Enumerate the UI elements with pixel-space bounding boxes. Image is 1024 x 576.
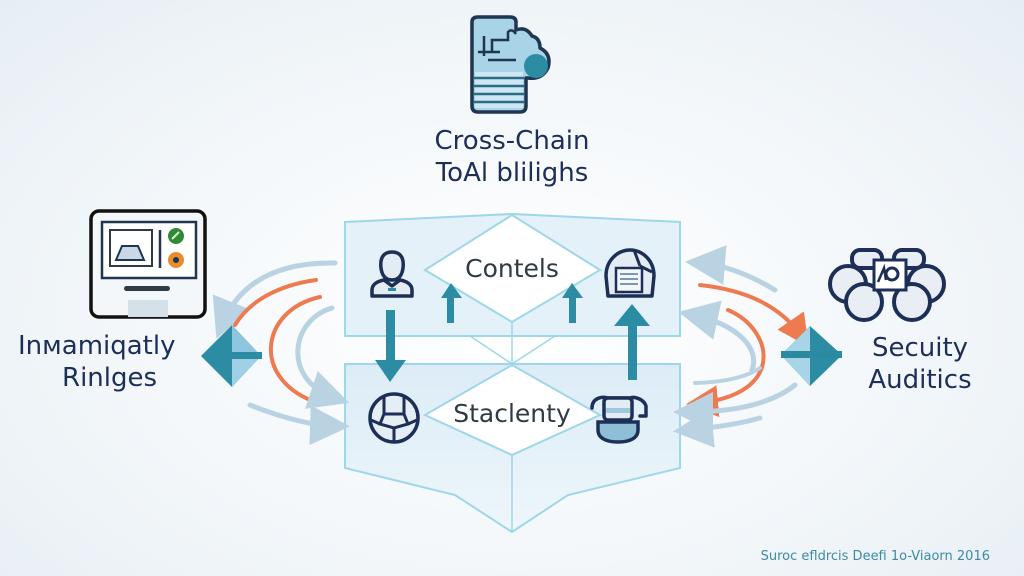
center-bottom-label: Staclenty	[453, 399, 571, 428]
center-top-label: Contels	[465, 254, 559, 283]
vault-icon	[604, 248, 656, 298]
right-diamond-node-icon	[781, 326, 842, 386]
right-node-title: Secuity Auditics	[850, 332, 990, 396]
top-node-title: Cross-Chain ToAl blilighs	[392, 125, 632, 189]
top-node-title-line1: Cross-Chain	[434, 126, 590, 156]
user-icon	[370, 250, 414, 298]
left-node-title: Inмamiqatly Rinlges	[4, 330, 194, 394]
right-node-title-line2: Auditics	[868, 365, 972, 395]
left-node-title-line2: Rinlges	[62, 363, 158, 393]
right-flow-arcs	[673, 245, 809, 448]
top-node-title-line2: ToAl blilighs	[435, 158, 589, 188]
right-node-title-line1: Secuity	[871, 333, 969, 363]
left-diamond-node-icon	[201, 325, 262, 387]
center-bottom-diamond	[422, 363, 603, 457]
document-cloud-icon	[470, 15, 551, 114]
telephone-icon	[590, 395, 648, 444]
left-node-title-line1: Inмamiqatly	[18, 331, 176, 361]
binoculars-icon	[828, 248, 946, 322]
left-flow-arcs	[212, 260, 350, 446]
polyhedron-icon	[368, 392, 420, 444]
monitor-dashboard-icon	[89, 209, 207, 319]
footer-caption: Suroc efldrcis Deefi 1o-Viaorn 2016	[760, 549, 990, 564]
flow-arrows-center	[375, 283, 650, 382]
center-top-diamond	[423, 213, 602, 324]
